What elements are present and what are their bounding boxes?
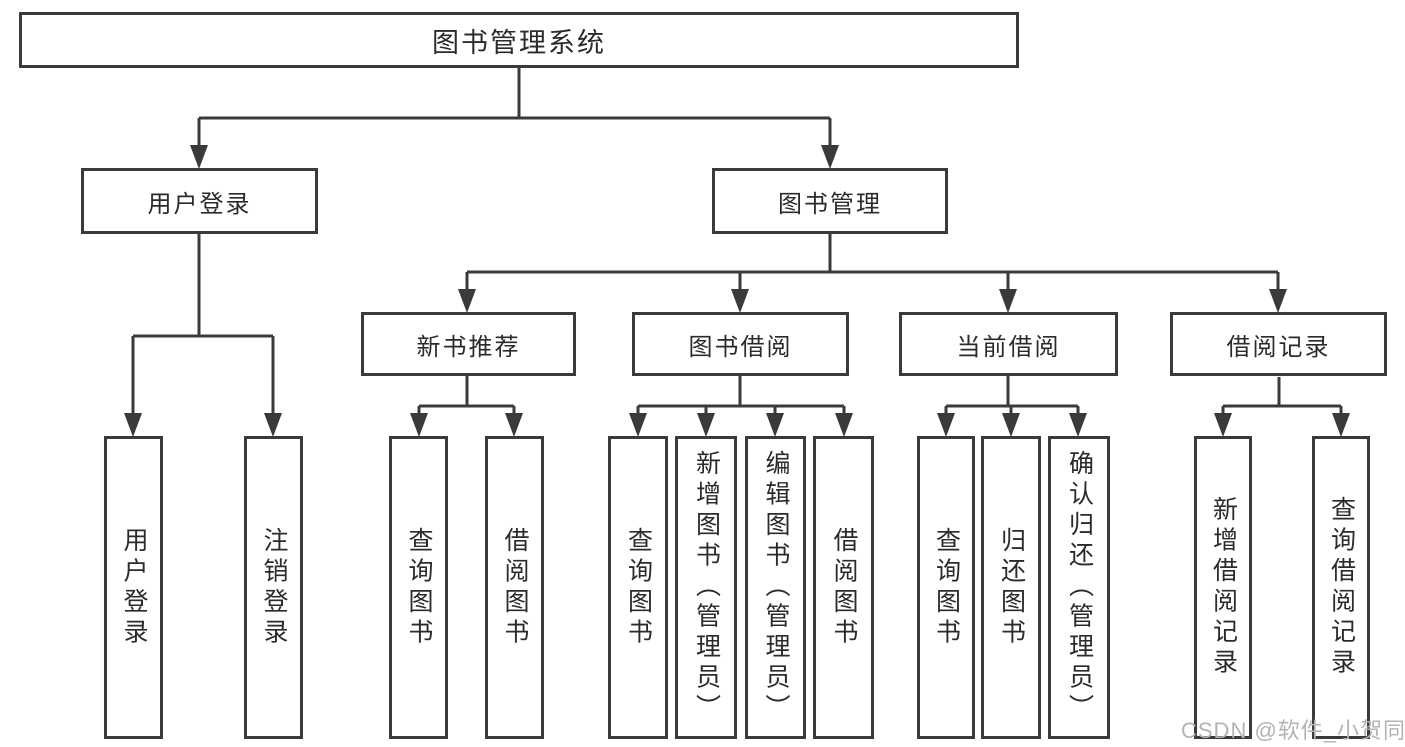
connector-book-borrowing-children bbox=[636, 375, 846, 416]
node-borrowing-records: 借阅记录 bbox=[1170, 312, 1387, 376]
connector-root-to-level2 bbox=[197, 67, 832, 150]
csdn-watermark: CSDN @软件_小贺同学 bbox=[1181, 718, 1405, 743]
connector-new-book-rec-children bbox=[417, 375, 516, 416]
node-leaf-cb-return-books: 归还图书 bbox=[981, 436, 1041, 739]
node-user-login: 用户登录 bbox=[81, 168, 318, 234]
node-book-borrowing: 图书借阅 bbox=[632, 312, 849, 376]
arrowheads bbox=[124, 145, 1350, 437]
node-library-management-system: 图书管理系统 bbox=[19, 12, 1019, 68]
node-leaf-bb-add-books-admin: 新增图书（管理员） bbox=[675, 436, 737, 739]
node-leaf-bb-query-books: 查询图书 bbox=[608, 436, 668, 739]
connector-current-borrowing-children bbox=[944, 375, 1080, 416]
node-leaf-nbr-query-books: 查询图书 bbox=[389, 436, 448, 739]
node-leaf-cb-query-books: 查询图书 bbox=[917, 436, 975, 739]
node-leaf-cb-confirm-return-admin: 确认归还（管理员） bbox=[1048, 436, 1110, 739]
node-leaf-add-borrow-record: 新增借阅记录 bbox=[1194, 436, 1252, 739]
node-leaf-nbr-borrow-books: 借阅图书 bbox=[485, 436, 544, 739]
node-leaf-query-borrow-record: 查询借阅记录 bbox=[1312, 436, 1370, 739]
connector-user-login-children bbox=[131, 233, 275, 416]
connector-book-management-children bbox=[465, 233, 1280, 292]
node-leaf-logout: 注销登录 bbox=[244, 436, 303, 739]
node-current-borrowing: 当前借阅 bbox=[899, 312, 1118, 376]
node-new-book-recommendation: 新书推荐 bbox=[361, 312, 576, 376]
node-leaf-bb-borrow-books: 借阅图书 bbox=[813, 436, 874, 739]
node-book-management: 图书管理 bbox=[712, 168, 948, 234]
node-leaf-user-login: 用户登录 bbox=[104, 436, 163, 739]
node-leaf-bb-edit-books-admin: 编辑图书（管理员） bbox=[745, 436, 806, 739]
connector-borrow-records-children bbox=[1221, 377, 1343, 416]
